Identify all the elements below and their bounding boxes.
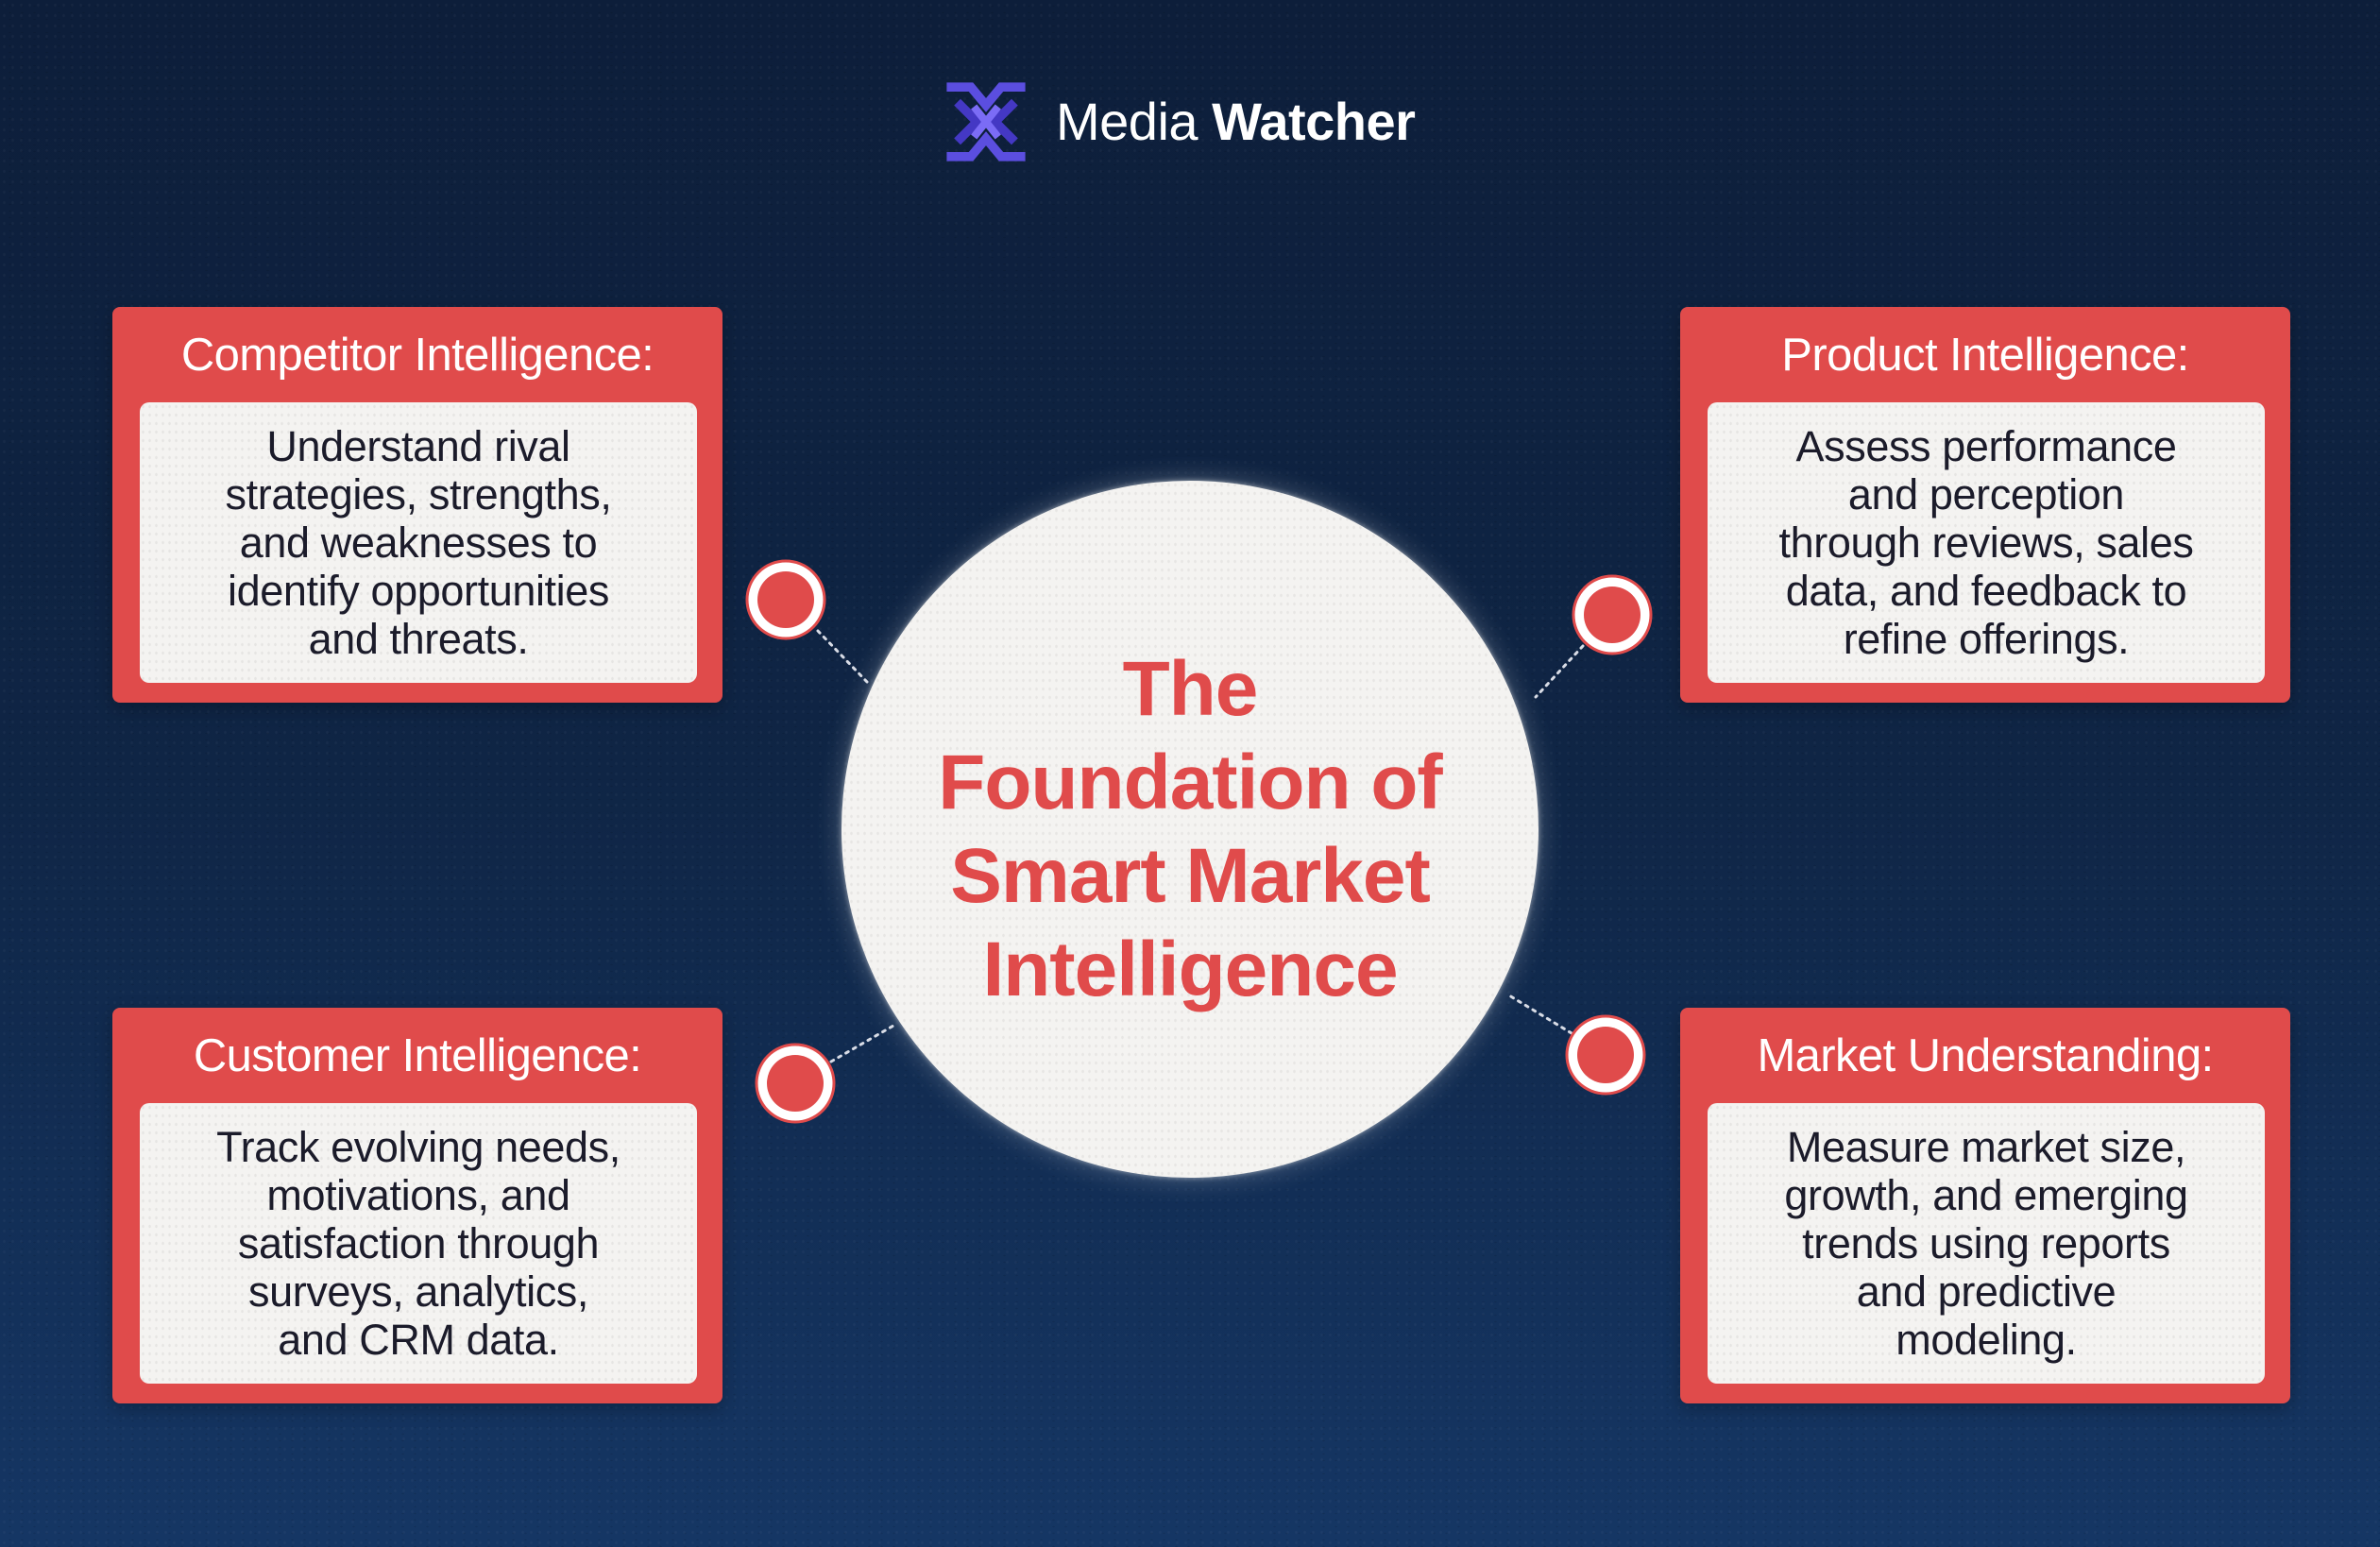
card-heading: Customer Intelligence: — [193, 1029, 642, 1081]
brand-name-bold: Watcher — [1212, 92, 1416, 151]
card-body: Measure market size, growth, and emergin… — [1708, 1103, 2265, 1384]
connector-node-market-core — [1577, 1027, 1634, 1083]
media-watcher-logo-icon — [946, 82, 1026, 162]
connector-line-product — [1534, 644, 1585, 699]
card-body-line: Measure market size, — [1786, 1123, 2186, 1171]
card-customer-intelligence: Customer Intelligence: Track evolving ne… — [112, 1008, 722, 1403]
card-body: Understand rival strategies, strengths, … — [140, 402, 697, 683]
card-competitor-intelligence: Competitor Intelligence: Understand riva… — [112, 307, 722, 703]
card-heading: Product Intelligence: — [1781, 329, 2189, 381]
card-body-line: satisfaction through — [237, 1219, 600, 1267]
card-body-line: Assess performance — [1795, 422, 2177, 470]
connector-market — [1507, 994, 1646, 1096]
brand-name: Media Watcher — [1056, 92, 1416, 151]
connector-customer — [755, 1024, 895, 1124]
card-body-line: identify opportunities — [228, 567, 609, 615]
card-body-line: surveys, analytics, — [247, 1267, 589, 1316]
center-title-line: Intelligence — [982, 926, 1398, 1012]
card-body-line: refine offerings. — [1843, 615, 2130, 663]
card-heading: Market Understanding: — [1757, 1029, 2214, 1081]
brand-name-regular: Media — [1056, 92, 1198, 151]
card-body-line: and predictive — [1856, 1267, 2116, 1316]
connector-node-customer-core — [767, 1055, 824, 1112]
card-body-line: and CRM data. — [278, 1316, 559, 1364]
card-body-line: trends using reports — [1802, 1219, 2170, 1267]
connector-node-product — [1572, 574, 1653, 655]
card-body-line: modeling. — [1896, 1316, 2077, 1364]
connector-node-competitor-core — [757, 571, 814, 628]
connector-node-product-core — [1584, 586, 1640, 643]
card-body: Assess performance and perception throug… — [1708, 402, 2265, 683]
center-title-line: Foundation of — [938, 740, 1442, 825]
connector-line-customer — [829, 1024, 895, 1063]
card-body-line: and threats. — [308, 615, 529, 663]
card-body-line: Understand rival — [266, 422, 570, 470]
connector-node-market — [1565, 1014, 1646, 1096]
connector-node-competitor — [745, 559, 826, 640]
card-market-understanding: Market Understanding: Measure market siz… — [1680, 1008, 2290, 1403]
card-body-line: growth, and emerging — [1784, 1171, 2188, 1219]
connector-line-market — [1507, 994, 1573, 1035]
card-body: Track evolving needs, motivations, and s… — [140, 1103, 697, 1384]
card-body-line: and perception — [1847, 470, 2125, 518]
center-title-line: Smart Market — [950, 833, 1431, 919]
center-hub: The Foundation of Smart Market Intellige… — [842, 481, 1538, 1178]
card-heading: Competitor Intelligence: — [180, 329, 654, 381]
card-body-line: through reviews, sales — [1778, 518, 2194, 567]
brand-logo: Media Watcher — [941, 79, 1416, 164]
center-title-line: The — [1122, 646, 1259, 732]
connector-node-customer — [755, 1043, 836, 1124]
card-body-line: data, and feedback to — [1785, 567, 2187, 615]
card-body-line: Track evolving needs, — [216, 1123, 620, 1171]
connector-product — [1534, 574, 1653, 699]
connector-competitor — [745, 559, 869, 684]
connector-line-competitor — [816, 629, 869, 684]
card-body-line: motivations, and — [266, 1171, 570, 1219]
card-product-intelligence: Product Intelligence: Assess performance… — [1680, 307, 2290, 703]
card-body-line: and weaknesses to — [239, 518, 598, 567]
card-body-line: strategies, strengths, — [225, 470, 612, 518]
